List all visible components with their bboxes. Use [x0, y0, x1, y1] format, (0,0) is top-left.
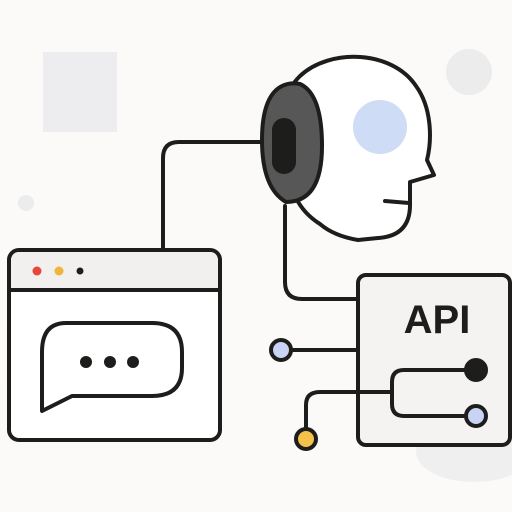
circuit-node-blue-left	[269, 338, 293, 362]
connector-window-to-headphone	[161, 140, 272, 252]
chat-dot-3	[127, 356, 139, 368]
api-label: API	[404, 298, 471, 342]
chat-bubble-icon	[40, 321, 184, 413]
window-dot-red	[32, 266, 42, 276]
connector-head-to-api	[283, 204, 362, 301]
circuit-line-bottom	[304, 390, 394, 439]
chat-dot-2	[104, 356, 116, 368]
headphone-icon	[260, 81, 324, 204]
brain-spot	[353, 100, 407, 154]
decorative-circle-large	[446, 49, 492, 95]
browser-window-titlebar	[11, 252, 218, 290]
decorative-circle-small	[18, 195, 34, 211]
circuit-node-blue-right	[464, 404, 488, 428]
api-panel-icon: API	[356, 273, 512, 447]
decorative-square	[43, 52, 117, 132]
chat-dot-1	[80, 356, 92, 368]
window-dot-yellow	[54, 266, 64, 276]
circuit-node-yellow	[294, 427, 318, 451]
circuit-node-dark	[464, 358, 488, 382]
browser-window-icon	[7, 248, 222, 442]
window-dot-dark	[76, 267, 84, 275]
api-panel-frame	[356, 273, 512, 447]
